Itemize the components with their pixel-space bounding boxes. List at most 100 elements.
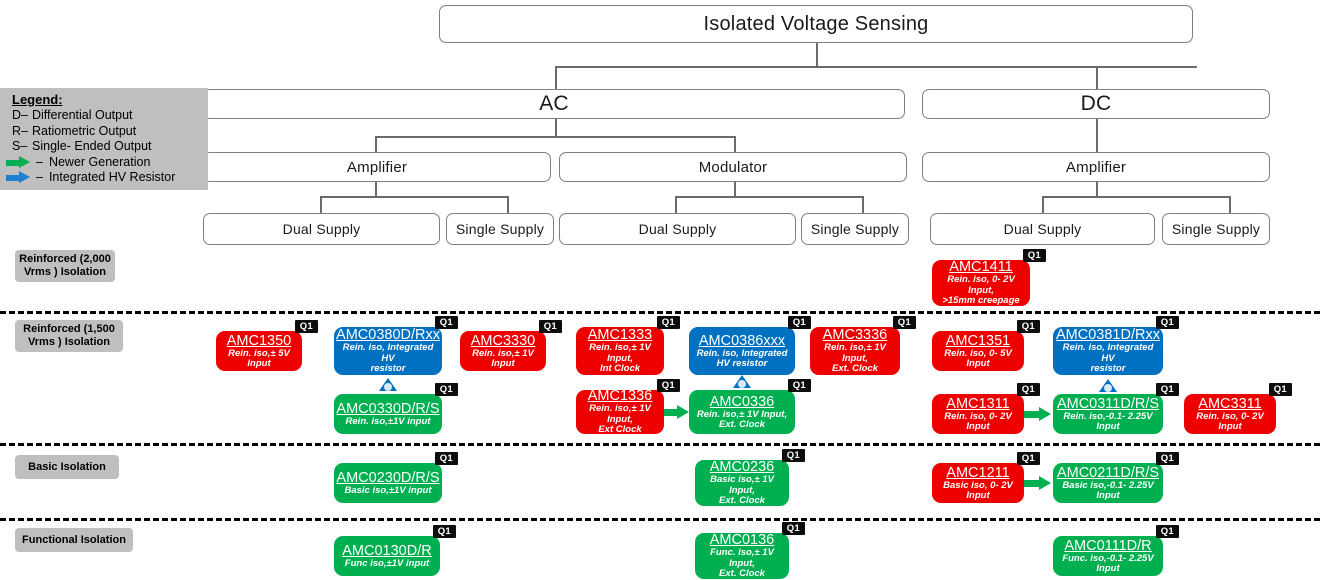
product-description: Rein. iso,-0.1- 2.25V Input (1063, 410, 1153, 432)
product-part-number: AMC0330D/R/S (336, 400, 440, 417)
supply-label: Dual Supply (282, 221, 361, 237)
tree-connector (675, 196, 863, 198)
legend: Legend: D– Differential Output R– Ratiom… (0, 88, 208, 190)
tree-connector (734, 136, 736, 153)
product-description: Rein. iso,± 1V Input (472, 347, 534, 369)
product-part-number: AMC0211D/R/S (1056, 464, 1160, 481)
tree-node-ac-modulator-label: Modulator (698, 158, 768, 176)
tree-connector (375, 182, 377, 196)
product-chip[interactable]: AMC0336 Rein. iso,± 1V Input, Ext. Clock… (689, 379, 811, 434)
product-chip[interactable]: AMC0230D/R/S Basic iso,±1V input Q1 (334, 452, 458, 503)
product-chip[interactable]: AMC0381D/Rxx Rein. iso, Integrated HV re… (1053, 316, 1179, 375)
tree-connector (507, 196, 509, 214)
tree-connector (320, 196, 322, 214)
tree-node-ac-label: AC (539, 92, 569, 115)
tree-node-ac[interactable]: AC (203, 89, 905, 119)
product-chip[interactable]: AMC1351 Rein. iso, 0- 5V Input Q1 (932, 320, 1040, 371)
tree-connector (675, 196, 677, 214)
legend-text: Integrated HV Resistor (48, 170, 176, 184)
legend-row-differential: D– Differential Output (6, 108, 202, 124)
tree-connector (320, 196, 508, 198)
product-description: Rein. iso, Integrated HV resistor (1062, 342, 1154, 375)
tree-node-ac-mod-dual-supply[interactable]: Dual Supply (559, 213, 796, 245)
product-chip[interactable]: AMC1311 Rein. iso, 0- 2V Input Q1 (932, 383, 1040, 434)
product-chip[interactable]: AMC0236 Basic iso,± 1V Input, Ext. Clock… (695, 449, 805, 507)
q1-badge: Q1 (656, 379, 680, 392)
tree-node-dc-amplifier[interactable]: Amplifier (922, 152, 1270, 182)
product-chip[interactable]: AMC0380D/Rxx Rein. iso, Integrated HV re… (334, 316, 458, 375)
product-part-number: AMC3336 (822, 327, 888, 344)
q1-badge: Q1 (434, 316, 458, 329)
green-arrow-icon (6, 155, 32, 169)
product-description: Rein. iso,± 1V Input, Ext. Clock (824, 342, 886, 375)
tree-node-ac-modulator[interactable]: Modulator (559, 152, 907, 182)
product-part-number: AMC0130D/R (342, 542, 432, 559)
legend-key: S– (12, 139, 28, 153)
product-description: Rein. iso,± 5V Input (228, 347, 290, 369)
q1-badge: Q1 (1016, 383, 1040, 396)
tree-connector (1096, 119, 1098, 153)
band-text: Reinforced (2,000 Vrms ) Isolation (19, 253, 111, 278)
product-chip[interactable]: AMC3311 Rein. iso, 0- 2V Input Q1 (1184, 383, 1292, 434)
q1-badge: Q1 (434, 383, 458, 396)
tree-connector (1042, 196, 1230, 198)
product-part-number: AMC1411 (949, 259, 1013, 276)
product-description: Rein. iso,± 1V Input, Ext Clock (589, 403, 651, 436)
product-chip[interactable]: AMC0386xxx Rein. iso, Integrated HV resi… (689, 316, 811, 375)
product-description: Basic iso,±1V input (344, 484, 432, 496)
tree-node-dc[interactable]: DC (922, 89, 1270, 119)
q1-badge: Q1 (1155, 316, 1179, 329)
tree-node-ac-amp-dual-supply[interactable]: Dual Supply (203, 213, 440, 245)
band-text: Basic Isolation (28, 460, 106, 473)
band-divider (0, 443, 1320, 446)
band-label-functional: Functional Isolation (15, 528, 133, 552)
product-chip[interactable]: AMC1211 Basic iso, 0- 2V Input Q1 (932, 452, 1040, 503)
product-description: Basic iso, 0- 2V Input (943, 479, 1013, 501)
product-chip[interactable]: AMC0330D/R/S Rein. iso,±1V input Q1 (334, 383, 458, 434)
product-chip[interactable]: AMC3336 Rein. iso,± 1V Input, Ext. Clock… (810, 316, 916, 375)
product-part-number: AMC0381D/Rxx (1056, 327, 1160, 344)
tree-node-dc-amp-single-supply[interactable]: Single Supply (1162, 213, 1270, 245)
product-description: Rein. iso,±1V input (345, 415, 431, 427)
legend-row-ratiometric: R– Ratiometric Output (6, 124, 202, 140)
product-chip[interactable]: AMC1333 Rein. iso,± 1V Input, Int Clock … (576, 316, 680, 375)
product-part-number: AMC0136 (709, 532, 775, 549)
band-label-reinforced-2000: Reinforced (2,000 Vrms ) Isolation (15, 250, 115, 282)
product-chip[interactable]: AMC3330 Rein. iso,± 1V Input Q1 (460, 320, 562, 371)
tree-node-ac-mod-single-supply[interactable]: Single Supply (801, 213, 909, 245)
product-description: Rein. iso, 0- 2V Input, >15mm creepage (942, 274, 1020, 307)
tree-node-ac-amplifier[interactable]: Amplifier (203, 152, 551, 182)
tree-node-dc-amp-dual-supply[interactable]: Dual Supply (930, 213, 1155, 245)
q1-badge: Q1 (781, 449, 805, 462)
supply-label: Single Supply (810, 221, 900, 237)
q1-badge: Q1 (1016, 320, 1040, 333)
product-description: Func iso,±1V input (344, 557, 430, 569)
q1-badge: Q1 (787, 316, 811, 329)
product-description: Basic iso,± 1V Input, Ext. Clock (710, 474, 774, 507)
product-chip[interactable]: AMC0211D/R/S Basic iso,-0.1- 2.25V Input… (1053, 452, 1179, 503)
product-part-number: AMC0311D/R/S (1056, 395, 1160, 412)
tree-connector (375, 136, 735, 138)
product-chip[interactable]: AMC1336 Rein. iso,± 1V Input, Ext Clock … (576, 379, 680, 436)
legend-text: Newer Generation (48, 154, 151, 169)
product-description: Basic iso,-0.1- 2.25V Input (1062, 479, 1154, 501)
tree-connector (555, 66, 1197, 68)
tree-node-ac-amp-single-supply[interactable]: Single Supply (446, 213, 554, 245)
green-right-arrow-icon (1024, 407, 1053, 421)
product-chip[interactable]: AMC0136 Func. iso,± 1V Input, Ext. Clock… (695, 522, 805, 579)
legend-dash: – (36, 170, 43, 184)
product-description: Rein. iso, 0- 5V Input (944, 347, 1012, 369)
product-chip[interactable]: AMC1350 Rein. iso,± 5V Input Q1 (216, 320, 318, 371)
product-chip[interactable]: AMC0130D/R Func iso,±1V input Q1 (334, 525, 456, 576)
product-part-number: AMC0386xxx (698, 332, 786, 349)
product-part-number: AMC3311 (1198, 395, 1262, 412)
q1-badge: Q1 (432, 525, 456, 538)
blue-up-arrow-icon (733, 375, 751, 388)
product-chip[interactable]: AMC0111D/R Func. iso,-0.1- 2.25V Input Q… (1053, 525, 1179, 576)
legend-key: D– (12, 108, 28, 122)
tree-connector (816, 43, 818, 66)
tree-node-root[interactable]: Isolated Voltage Sensing (439, 5, 1193, 43)
tree-connector (734, 182, 736, 196)
product-chip[interactable]: AMC1411 Rein. iso, 0- 2V Input, >15mm cr… (932, 249, 1046, 307)
product-chip[interactable]: AMC0311D/R/S Rein. iso,-0.1- 2.25V Input… (1053, 383, 1179, 434)
